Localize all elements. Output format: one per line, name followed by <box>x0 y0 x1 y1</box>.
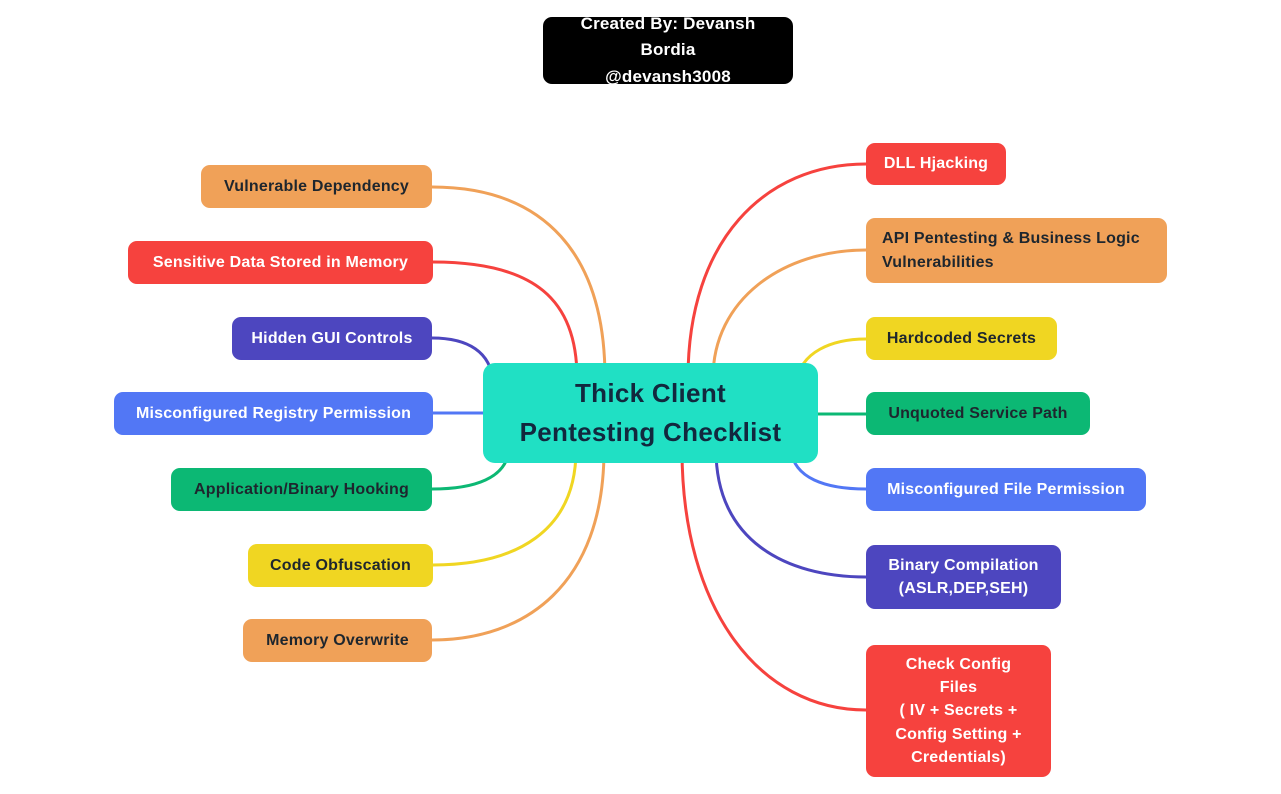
node-misconfigured-file-permission: Misconfigured File Permission <box>866 468 1146 511</box>
node-unquoted-service-path: Unquoted Service Path <box>866 392 1090 435</box>
connector-api-pentesting <box>711 248 868 380</box>
connector-code-obfuscation <box>431 448 578 567</box>
node-api-pentesting-business-logic: API Pentesting & Business Logic Vulnerab… <box>866 218 1167 283</box>
node-code-obfuscation: Code Obfuscation <box>248 544 433 587</box>
node-application-binary-hooking: Application/Binary Hooking <box>171 468 432 511</box>
connector-binary-compilation <box>714 448 868 579</box>
connector-vulnerable-dependency <box>430 185 607 380</box>
connector-check-config-files <box>680 448 868 712</box>
node-check-config-files: Check Config Files ( IV + Secrets + Conf… <box>866 645 1051 777</box>
node-vulnerable-dependency: Vulnerable Dependency <box>201 165 432 208</box>
node-sensitive-data-stored-in-memory: Sensitive Data Stored in Memory <box>128 241 433 284</box>
connector-dll-hjacking <box>686 162 868 380</box>
node-hidden-gui-controls: Hidden GUI Controls <box>232 317 432 360</box>
node-binary-compilation: Binary Compilation (ASLR,DEP,SEH) <box>866 545 1061 609</box>
center-node-thick-client-pentesting-checklist: Thick Client Pentesting Checklist <box>483 363 818 463</box>
connector-memory-overwrite <box>430 448 606 642</box>
node-misconfigured-registry-permission: Misconfigured Registry Permission <box>114 392 433 435</box>
connector-sensitive-data <box>431 260 579 380</box>
created-by-badge: Created By: Devansh Bordia @devansh3008 <box>543 14 793 86</box>
node-hardcoded-secrets: Hardcoded Secrets <box>866 317 1057 360</box>
node-memory-overwrite: Memory Overwrite <box>243 619 432 662</box>
node-dll-hjacking: DLL Hjacking <box>866 143 1006 185</box>
